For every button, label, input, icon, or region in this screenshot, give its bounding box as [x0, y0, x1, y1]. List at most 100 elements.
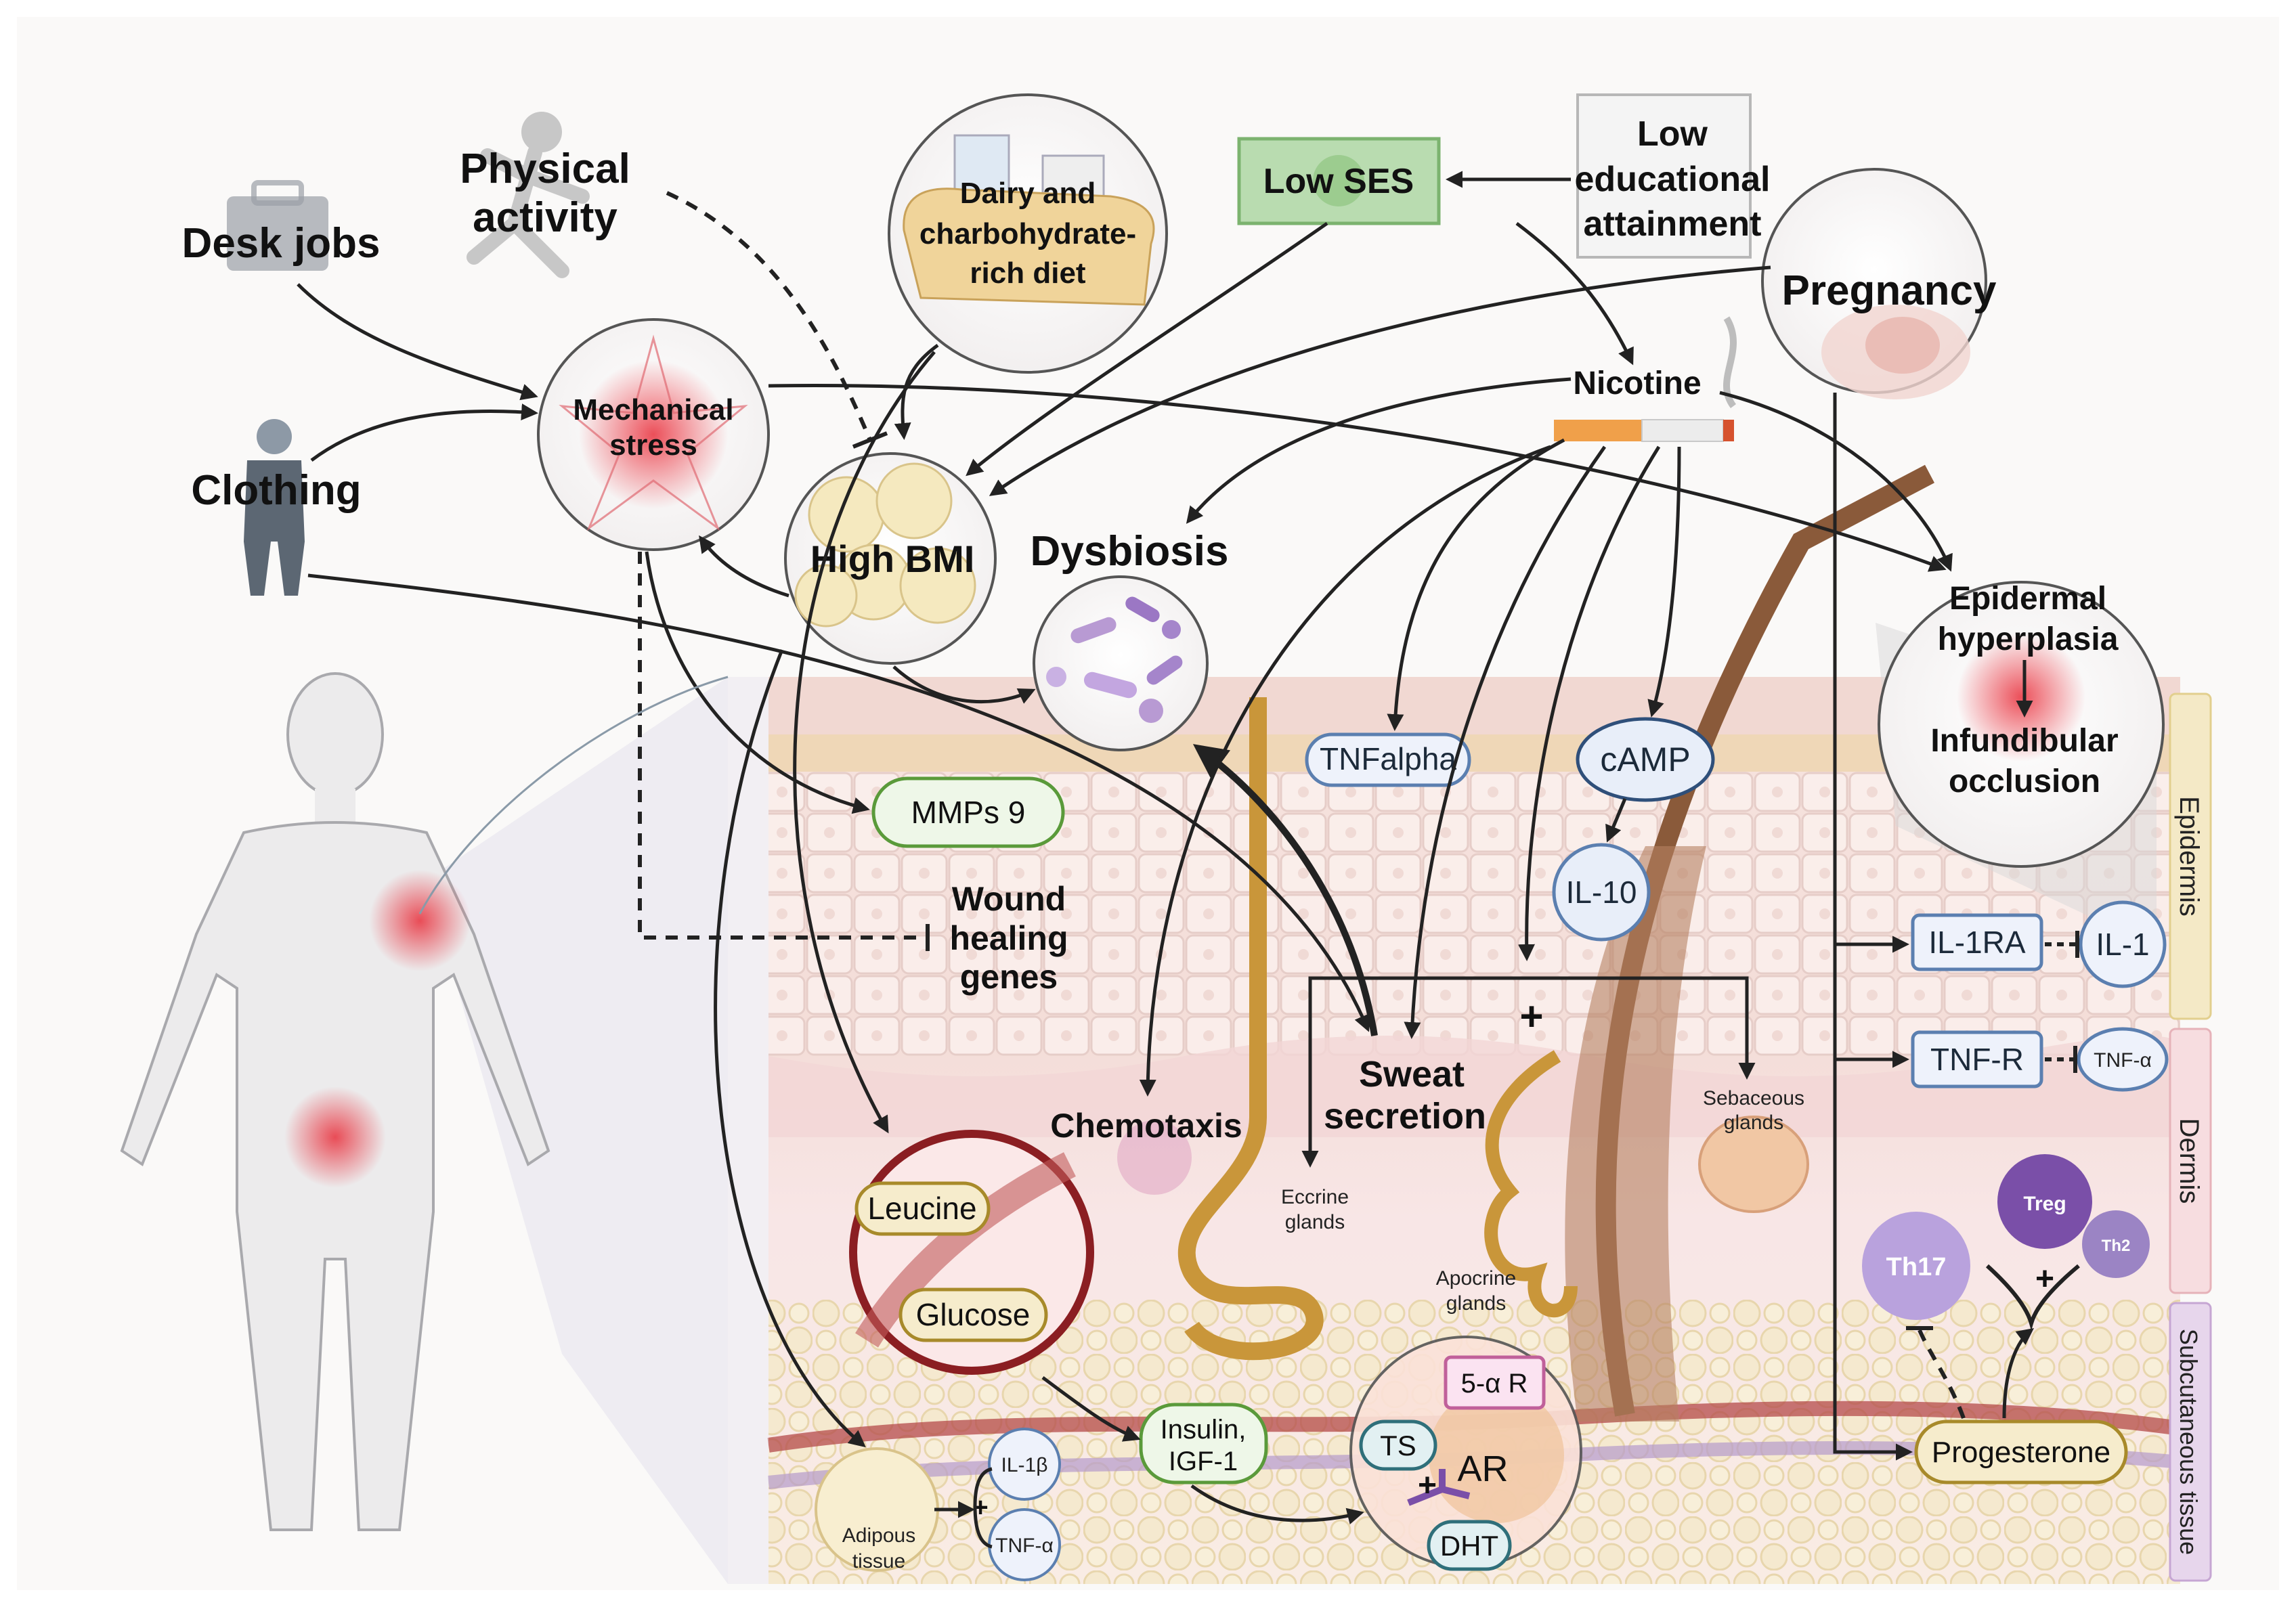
tnfalpha-node: TNFalpha [1305, 732, 1471, 787]
person-clothing-icon [244, 419, 305, 596]
glucose-node: Glucose [898, 1287, 1048, 1342]
layer-subcutaneous-label: Subcutaneous tissue [2175, 1329, 2203, 1555]
androgen-receptor-label: AR [1457, 1449, 1508, 1489]
desk-jobs-label: Desk jobs [182, 220, 381, 267]
wound-healing-label-2: healing [949, 919, 1068, 957]
diet-label-1: Dairy and [960, 177, 1096, 210]
human-body-figure [120, 672, 768, 1584]
money-bill-icon [1237, 137, 1441, 225]
layer-dermis-label: Dermis [2174, 1118, 2204, 1204]
apocrine-gland [1484, 1050, 1578, 1318]
low-edu-label-1: Low [1637, 114, 1708, 154]
diet-circle: Dairy and charbohydrate- rich diet [888, 93, 1168, 374]
svg-text:MMPs 9: MMPs 9 [911, 795, 1026, 830]
svg-text:TNF-α: TNF-α [2094, 1049, 2152, 1072]
diet-label-3: rich diet [970, 257, 1085, 290]
briefcase-icon [227, 180, 328, 271]
immune-brace [1985, 1264, 2080, 1331]
svg-text:5-α R: 5-α R [1461, 1369, 1528, 1399]
high-bmi-label: High BMI [810, 537, 975, 580]
tnfa-receptor-node: TNF-α [2077, 1027, 2169, 1092]
sebaceous-glands-label-2: glands [1724, 1111, 1783, 1134]
receptor-icon [1407, 1469, 1471, 1506]
eccrine-gland [1177, 697, 1324, 1361]
svg-text:IL-1RA: IL-1RA [1928, 925, 2025, 960]
adipose-tissue-cell: Adipous tissue [815, 1447, 939, 1572]
low-ses-label: Low SES [1263, 162, 1414, 201]
svg-text:IL-1β: IL-1β [1001, 1454, 1048, 1476]
arrows [297, 171, 2079, 1549]
layer-epidermis-label: Epidermis [2174, 796, 2204, 917]
epidermal-hyperplasia-circle: Epidermal hyperplasia Infundibular occlu… [1876, 581, 2165, 948]
svg-text:Adipous: Adipous [842, 1524, 915, 1547]
tnfr-node: TNF-R [1911, 1030, 2043, 1088]
svg-text:Th2: Th2 [2102, 1237, 2131, 1255]
mmps9-node: MMPs 9 [871, 776, 1065, 848]
infundibular-occlusion-label-2: occlusion [1949, 764, 2100, 799]
sebaceous-gland [1698, 1116, 1809, 1213]
runner-icon [467, 112, 590, 278]
epidermal-hyperplasia-label-1: Epidermal [1949, 581, 2106, 617]
nicotine-label: Nicotine [1573, 366, 1701, 401]
pregnancy-label: Pregnancy [1781, 267, 1997, 314]
svg-text:TNFalpha: TNFalpha [1320, 741, 1456, 776]
svg-text:TNF-α: TNF-α [995, 1535, 1054, 1557]
notebook-icon [1576, 93, 1752, 259]
svg-text:IL-10: IL-10 [1566, 875, 1637, 910]
apocrine-glands-label-1: Apocrine [1436, 1267, 1516, 1290]
il1-node: IL-1 [2079, 900, 2167, 988]
svg-text:tissue: tissue [852, 1550, 905, 1572]
svg-text:Th17: Th17 [1886, 1253, 1947, 1281]
infundibular-occlusion-label-1: Infundibular [1930, 723, 2118, 759]
wound-healing-label-1: Wound [952, 880, 1066, 918]
th17-cell: Th17 [1862, 1212, 1970, 1320]
th2-cell: Th2 [2082, 1210, 2150, 1278]
svg-text:DHT: DHT [1440, 1530, 1498, 1562]
il10-node: IL-10 [1552, 843, 1651, 942]
insulin-node: Insulin, IGF-1 [1139, 1403, 1268, 1484]
testosterone-node: TS [1359, 1419, 1437, 1471]
treg-cell: Treg [1997, 1154, 2092, 1249]
physical-activity-label-1: Physical [460, 146, 630, 192]
dysbiosis-circle [1033, 575, 1209, 751]
mechanical-stress-label-2: stress [609, 428, 697, 462]
hair-follicle [1565, 846, 1706, 1422]
chemotaxis-label: Chemotaxis [1050, 1107, 1242, 1145]
svg-text:Progesterone: Progesterone [1932, 1436, 2110, 1469]
dysbiosis-label: Dysbiosis [1031, 528, 1229, 575]
low-edu-label-2: educational [1575, 160, 1771, 199]
apocrine-glands-label-2: glands [1446, 1292, 1506, 1315]
svg-text:TNF-R: TNF-R [1930, 1042, 2024, 1077]
wound-healing-label-3: genes [960, 958, 1058, 996]
neutrophil-icon [1117, 1120, 1192, 1195]
pregnancy-circle: Pregnancy [1761, 168, 1997, 399]
camp-node: cAMP [1576, 717, 1715, 802]
mechanical-stress-circle: Mechanical stress [537, 318, 770, 551]
sebaceous-glands-label-1: Sebaceous [1703, 1087, 1804, 1109]
eccrine-glands-label-1: Eccrine [1281, 1186, 1349, 1208]
il1ra-node: IL-1RA [1911, 913, 2043, 971]
leucine-node: Leucine [854, 1181, 991, 1236]
svg-text:TS: TS [1380, 1430, 1416, 1461]
dht-node: DHT [1427, 1520, 1512, 1571]
progesterone-node: Progesterone [1914, 1419, 2128, 1484]
layer-tabs: Epidermis Dermis Subcutaneous tissue [2169, 692, 2212, 1582]
low-edu-label-3: attainment [1584, 204, 1762, 244]
epidermal-hyperplasia-label-2: hyperplasia [1938, 621, 2119, 657]
svg-text:Treg: Treg [2023, 1193, 2066, 1215]
plus-sign-4: + [2035, 1261, 2054, 1297]
eccrine-glands-label-2: glands [1285, 1211, 1345, 1233]
svg-text:cAMP: cAMP [1600, 741, 1690, 778]
svg-text:Leucine: Leucine [867, 1191, 976, 1226]
tnfa-adipose-node: TNF-α [988, 1508, 1061, 1581]
five-alpha-reductase-node: 5-α R [1444, 1355, 1546, 1410]
plus-sign-3: + [1418, 1468, 1437, 1503]
mechanical-stress-label-1: Mechanical [573, 393, 733, 426]
svg-text:Insulin,: Insulin, [1161, 1415, 1247, 1445]
sweat-secretion-label-2: secretion [1324, 1096, 1486, 1137]
svg-text:IGF-1: IGF-1 [1169, 1447, 1238, 1476]
sweat-secretion-label-1: Sweat [1359, 1054, 1465, 1095]
high-bmi-circle: High BMI [784, 452, 997, 665]
